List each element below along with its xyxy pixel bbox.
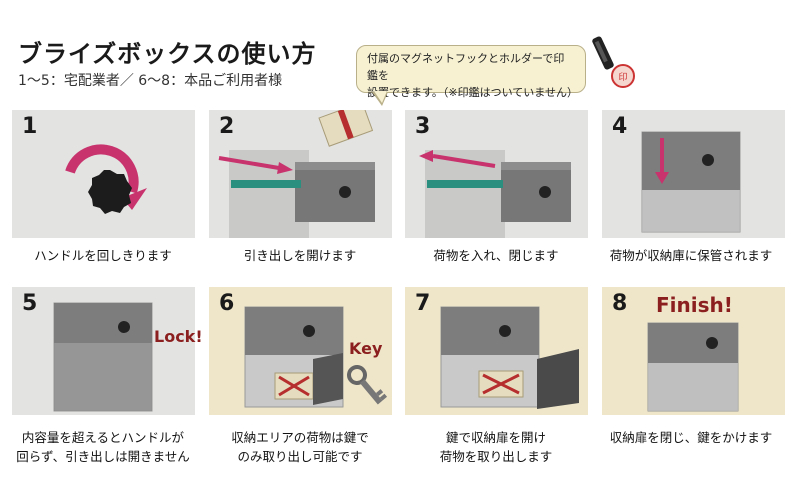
step-caption-7-line1: 鍵で収納扉を開け (445, 430, 546, 445)
retrieve-package-illustration (440, 306, 579, 409)
step-caption-5: 内容量を超えるとハンドルが 回らず、引き出しは開きません (8, 428, 198, 466)
step-number: 2 (219, 114, 235, 139)
key-unlock-illustration (244, 306, 388, 408)
step-caption-5-line2: 回らず、引き出しは開きません (16, 449, 190, 464)
page-subtitle: 1〜5：宅配業者／ 6〜8：本品ご利用者様 (18, 73, 283, 89)
step-caption-1: ハンドルを回しきります (34, 248, 172, 263)
step-number: 3 (415, 114, 431, 139)
step-caption-2: 引き出しを開けます (243, 248, 357, 263)
page-title: ブライズボックスの使い方 (18, 40, 317, 68)
step-caption-3: 荷物を入れ、閉じます (433, 248, 559, 263)
step-number: 8 (612, 291, 628, 316)
step-panel-4: 4 (602, 110, 785, 238)
step-panel-3: 3 (405, 110, 588, 238)
step-number: 1 (22, 114, 38, 139)
step-caption-4: 荷物が収納庫に保管されます (609, 248, 773, 263)
locked-box-illustration (53, 302, 153, 412)
rotate-handle-illustration (65, 144, 147, 214)
step-caption-5-line1: 内容量を超えるとハンドルが (21, 430, 185, 445)
closed-box-illustration (647, 322, 739, 412)
key-label: Key (349, 339, 383, 358)
step-panel-2: 2 (209, 110, 392, 238)
step-caption-7: 鍵で収納扉を開け 荷物を取り出します (401, 428, 591, 466)
step-panel-8: 8 Finish! (602, 287, 785, 415)
step-panel-7: 7 (405, 287, 588, 415)
step-panel-6: 6 Key (209, 287, 392, 415)
step-number: 4 (612, 114, 628, 139)
finish-label: Finish! (656, 293, 733, 317)
note-line-2: 設置できます。（※印鑑はついていません） (367, 86, 578, 99)
step-caption-8: 収納扉を閉じ、鍵をかけます (609, 430, 773, 445)
note-line-1: 付属のマグネットフックとホルダーで印鑑を (367, 52, 565, 82)
step-caption-6-line2: のみ取り出し可能です (237, 449, 363, 464)
close-drawer-illustration (419, 150, 571, 238)
stored-package-illustration (641, 131, 741, 233)
note-bubble: 付属のマグネットフックとホルダーで印鑑を 設置できます。（※印鑑はついていません… (356, 45, 586, 99)
step-caption-6: 収納エリアの荷物は鍵で のみ取り出し可能です (205, 428, 395, 466)
lock-label: Lock! (154, 327, 203, 346)
step-panel-5: 5 Lock! (12, 287, 203, 415)
step-caption-7-line2: 荷物を取り出します (439, 449, 553, 464)
svg-text:印: 印 (618, 71, 627, 83)
step-panel-1: 1 (12, 110, 195, 238)
step-number: 5 (22, 291, 38, 316)
step-caption-6-line1: 収納エリアの荷物は鍵で (231, 430, 369, 445)
seal-stamp-icon: 印 (590, 32, 640, 92)
step-number: 6 (219, 291, 235, 316)
open-drawer-illustration (218, 110, 375, 238)
step-number: 7 (415, 291, 431, 316)
note-bubble-tail-inner (374, 91, 387, 103)
